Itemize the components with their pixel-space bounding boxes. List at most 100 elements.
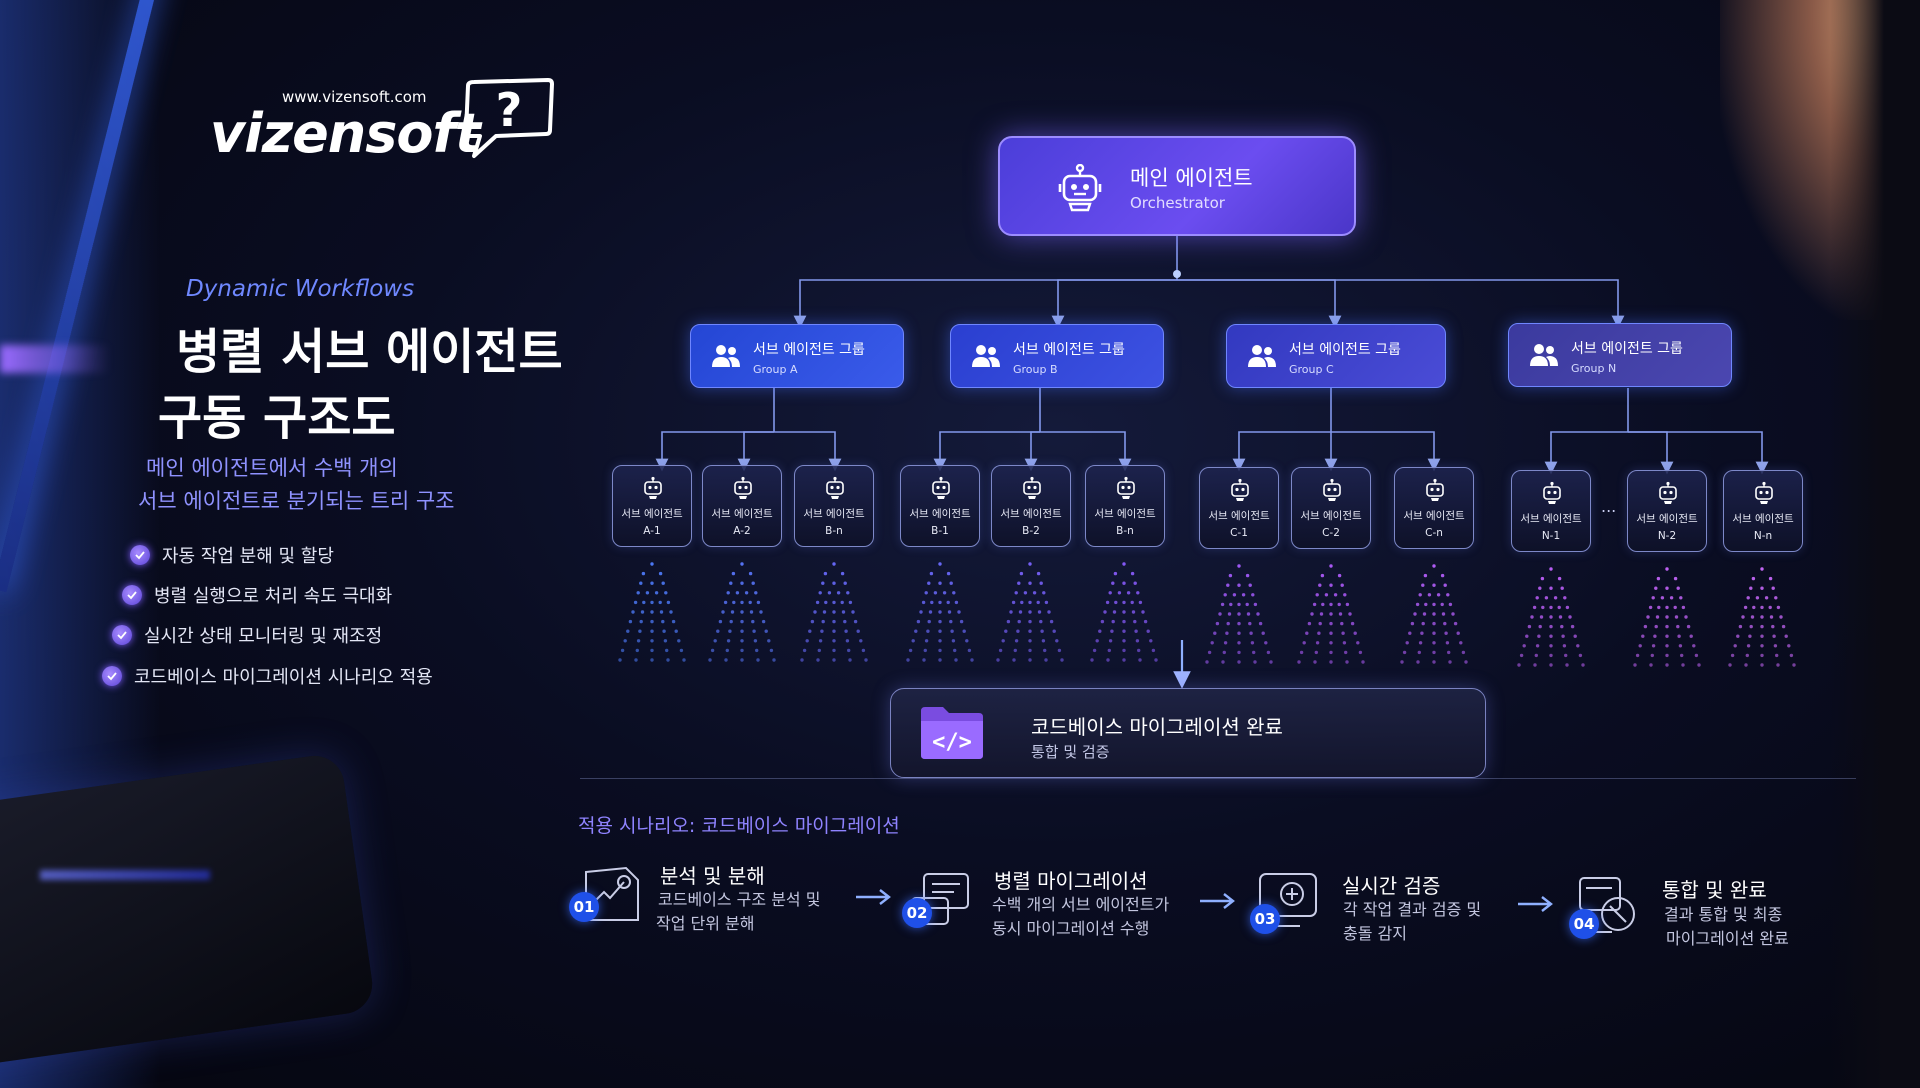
particle-dot [658,600,662,605]
particle-dot [832,562,836,566]
group-label: Group C [1289,363,1334,376]
particle-dot [1746,644,1751,648]
particle-dot [1738,624,1743,629]
particle-dot [1049,619,1054,624]
particle-dot [718,619,723,624]
particle-dot [1111,619,1115,624]
particle-dot [1665,567,1669,571]
particle-dot [1684,615,1688,619]
particle-dot [1519,653,1524,658]
particle-dot [832,648,836,653]
step-number-badge: 02 [902,898,932,928]
particle-dot [1312,602,1317,607]
arrow-right-icon [1518,896,1553,912]
particle-dot [1321,602,1325,607]
agent-title: 서브 에이전트 [621,508,683,520]
particle-dot [1789,653,1794,658]
particle-dot [731,571,736,576]
particle-dot [919,610,923,614]
particle-dot [1736,634,1740,638]
particle-stream [1090,562,1158,662]
particle-dot [908,648,913,653]
particle-dot [729,581,733,585]
particle-dot [1043,648,1047,653]
particle-dot [1402,650,1407,655]
particle-dot [1775,653,1779,658]
particle-dot [636,591,640,595]
particle-dot [1348,612,1352,616]
particle-dot [755,648,759,653]
description-line2: 서브 에이전트로 분기되는 트리 구조 [138,489,455,513]
particle-dot [1415,602,1420,607]
agent-id: B-n [1116,525,1134,537]
particle-dot [1020,600,1024,605]
particle-dot [1760,634,1764,638]
particle-dot [938,610,942,614]
particle-dot [1443,583,1447,587]
particle-dot [938,619,942,624]
particle-dot [1427,593,1432,597]
result-title: 코드베이스 마이그레이션 완료 [1031,715,1283,739]
particle-dot [1681,605,1686,610]
particle-dot [1098,629,1102,633]
particle-dot [1773,644,1778,648]
particle-dot [946,571,951,576]
particle-dot [654,591,659,595]
particle-dot [1341,631,1345,635]
particle-dot [1416,660,1420,664]
particle-dot [1578,653,1583,658]
particle-dot [1133,581,1137,585]
particle-dot [1650,653,1654,658]
sub-agent-b-n: 서브 에이전트 B-n [1085,465,1165,547]
sub-agent-n-n: 서브 에이전트 N-n [1723,470,1803,552]
particle-dot [1249,631,1253,635]
particle-dot [740,610,744,614]
particle-dot [764,629,768,633]
particle-dot [1689,634,1693,638]
agent-id: B-1 [931,525,949,537]
particle-dot [820,629,824,633]
robot-icon [1117,476,1135,499]
particle-dot [1418,641,1423,645]
particle-dot [928,610,933,614]
particle-dot [1012,658,1016,662]
particle-dot [1549,644,1553,648]
sub-agent-c-1: 서브 에이전트 C-1 [1199,467,1279,549]
particle-dot [957,610,961,614]
particle-dot [682,658,686,662]
particle-dot [947,610,952,614]
particle-dot [1329,564,1333,568]
particle-dot [1225,631,1229,635]
particle-dot [1665,653,1669,658]
particle-dot [1549,615,1553,619]
particle-dot [1210,641,1214,645]
particle-dot [740,619,744,624]
particle-dot [658,571,663,576]
right-edge-shadow [1830,0,1920,1088]
particle-dot [1541,605,1545,610]
particle-dot [1237,631,1241,635]
particle-dot [659,610,664,614]
particle-dot [1530,615,1534,619]
particle-dot [1436,593,1441,597]
particle-dot [1028,581,1032,585]
particle-dot [1117,591,1122,595]
particle-dot [1329,612,1333,616]
particle-dot [1350,621,1355,626]
logo-wordmark: vizensoft [210,102,481,165]
particle-dot [1028,619,1032,624]
particle-dot [950,629,954,633]
particle-dot [1549,567,1553,571]
particle-dot [970,658,974,662]
particle-dot [1138,658,1142,662]
particle-dot [1456,631,1460,635]
particle-dot [1028,658,1032,662]
particle-dot [996,658,1000,662]
particle-dot [938,600,942,605]
particle-stream [1517,567,1585,667]
particle-dot [938,658,942,662]
particle-dot [1329,631,1333,635]
particle-dot [724,658,728,662]
particle-dot [650,658,654,662]
robot-icon [932,476,950,499]
